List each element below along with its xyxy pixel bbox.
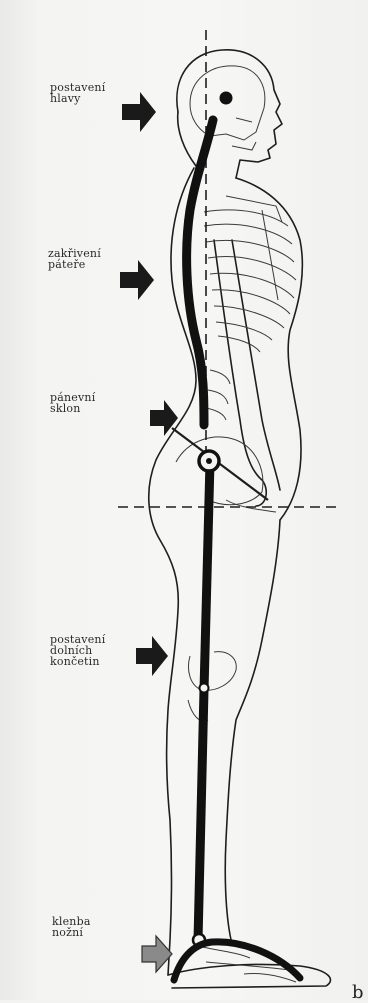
arrow-foot-arch (142, 936, 172, 972)
label-head-posture: postavení hlavy (50, 82, 105, 104)
label-lower-limbs: postavení dolních končetin (50, 634, 105, 667)
label-foot-arch: klenba nožní (52, 916, 91, 938)
label-spine-curvature: zakřivení páteře (48, 248, 101, 270)
arrow-lower-limbs (136, 636, 168, 676)
label-pelvic-tilt: pánevní sklon (50, 392, 95, 414)
leg-axis (198, 462, 210, 940)
spine-curve (187, 120, 213, 425)
arrow-head-posture (122, 92, 156, 132)
knee-joint (200, 684, 209, 693)
head-center-dot (220, 92, 233, 105)
arrow-spine-curvature (120, 260, 154, 300)
foot-arch-curve (174, 942, 300, 980)
body-outline (149, 50, 331, 988)
hip-joint-center (206, 458, 212, 464)
